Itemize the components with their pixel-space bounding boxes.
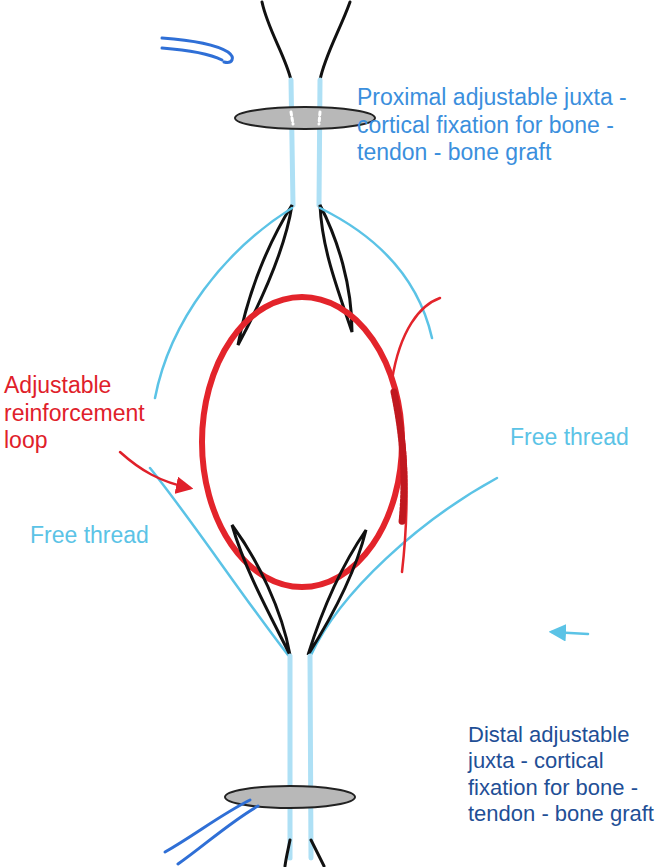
loop-label: Adjustable reinforcement loop: [4, 372, 169, 455]
thread-label: Free thread: [30, 522, 170, 550]
tendon-strand: [285, 840, 290, 866]
cortical-button: [225, 786, 355, 808]
suture-strand: [310, 656, 311, 858]
sliding-knot: [394, 392, 404, 522]
thread-label: Free thread: [510, 424, 650, 452]
bone-block: [308, 530, 366, 655]
bone-block: [232, 525, 290, 655]
free-thread: [150, 468, 288, 655]
leader-arrow: [552, 632, 588, 634]
tensioning-thread: [165, 800, 250, 852]
leader-arrow: [120, 452, 190, 488]
tendon-strand: [262, 2, 291, 80]
suture-strand: [288, 656, 293, 858]
tensioning-thread: [178, 806, 258, 864]
tendon-strand: [320, 2, 350, 80]
suture-strand: [319, 80, 320, 205]
reinforcement-loop: [202, 297, 402, 587]
fixation-label: Proximal adjustable juxta - cortical fix…: [357, 84, 647, 167]
tendon-strand: [311, 840, 324, 866]
tensioning-thread: [162, 38, 232, 62]
tensioning-thread: [162, 48, 222, 60]
cortical-button: [235, 107, 375, 129]
suture-strand: [291, 80, 293, 205]
loop-tail: [392, 298, 440, 380]
fixation-label: Distal adjustable juxta - cortical fixat…: [468, 722, 658, 828]
